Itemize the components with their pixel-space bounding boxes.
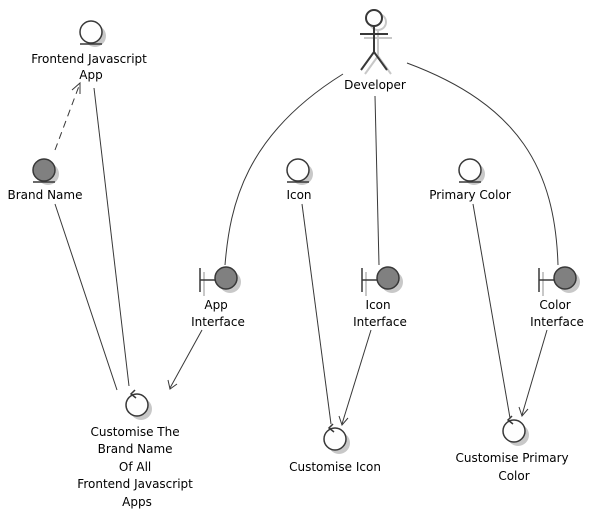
edge-app-interface-to-customise-brand — [169, 329, 203, 389]
arrowhead-frontend-app — [71, 81, 81, 94]
entity-icon — [458, 158, 485, 185]
control-icon — [323, 423, 350, 454]
boundary-app-interface: App Interface — [191, 266, 245, 329]
control-label: Customise Primary Color — [456, 451, 573, 483]
boundary-label: Icon Interface — [353, 298, 407, 329]
edges — [54, 62, 559, 426]
actor-developer: Developer — [344, 9, 406, 92]
entity-icon — [32, 158, 59, 185]
boundary-icon — [199, 266, 241, 296]
edge-developer-to-icon-interface — [374, 95, 380, 266]
control-customise-brand: Customise The Brand Name Of All Frontend… — [77, 389, 196, 509]
entity-label: Icon — [286, 188, 311, 202]
edge-developer-to-app-interface — [224, 73, 344, 266]
entity-label: Frontend Javascript App — [31, 52, 150, 82]
arrowhead-customise-icon — [338, 415, 349, 426]
edge-icon-interface-to-customise-icon — [341, 329, 372, 425]
edge-primary-color-to-customise-color — [472, 203, 511, 419]
control-icon — [125, 389, 152, 420]
entity-label: Brand Name — [8, 188, 83, 202]
boundary-icon — [538, 266, 580, 296]
control-label: Customise The Brand Name Of All Frontend… — [77, 425, 196, 509]
entity-icon-node: Icon — [286, 158, 313, 202]
boundary-icon-interface: Icon Interface — [353, 266, 407, 329]
edge-icon-to-customise-icon — [301, 203, 332, 425]
entity-primary-color: Primary Color — [429, 158, 511, 202]
control-customise-icon: Customise Icon — [289, 423, 381, 474]
control-icon — [502, 415, 529, 446]
arrowhead-customise-brand — [167, 379, 178, 390]
boundary-icon — [361, 266, 403, 296]
control-label: Customise Icon — [289, 460, 381, 474]
boundary-label: App Interface — [191, 298, 245, 329]
entity-frontend-app: Frontend Javascript App — [31, 20, 150, 82]
entity-icon — [286, 158, 313, 185]
edge-developer-to-color-interface — [406, 62, 559, 266]
boundary-label: Color Interface — [530, 298, 584, 329]
edge-brand-to-frontend-app — [54, 85, 80, 151]
entity-label: Primary Color — [429, 188, 511, 202]
boundary-color-interface: Color Interface — [530, 266, 584, 329]
entity-brand-name: Brand Name — [8, 158, 83, 202]
edge-brand-name-to-customise-brand — [54, 203, 118, 391]
stick-figure-icon — [360, 9, 392, 75]
entity-icon — [79, 20, 106, 47]
actor-label: Developer — [344, 78, 406, 92]
control-customise-color: Customise Primary Color — [456, 415, 573, 483]
edge-frontend-app-to-customise-brand — [93, 87, 130, 387]
arrowhead-customise-color — [518, 406, 529, 417]
edge-color-interface-to-customise-color — [521, 329, 548, 416]
